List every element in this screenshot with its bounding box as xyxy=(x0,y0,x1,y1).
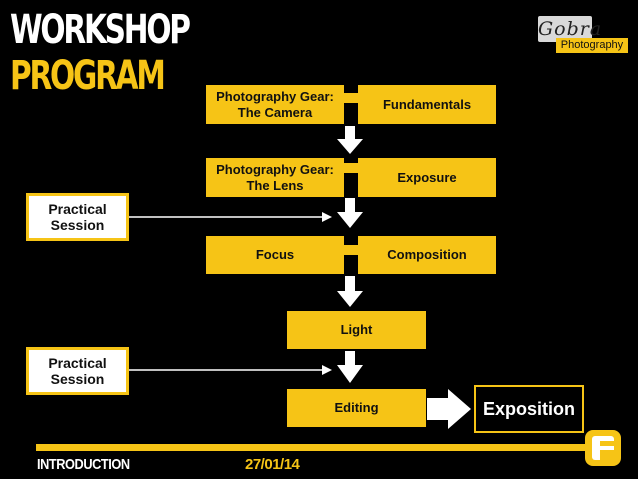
module-fundamentals: Fundamentals xyxy=(358,85,496,124)
down-arrow xyxy=(337,276,363,307)
module-connector xyxy=(344,93,358,103)
gobra-photography-logo: Gobra Photography xyxy=(534,14,628,54)
footer-bar xyxy=(36,444,588,451)
module-composition: Composition xyxy=(358,236,496,274)
session-arrow-head xyxy=(322,365,332,375)
module-lens: Photography Gear: The Lens xyxy=(206,158,344,197)
module-editing: Editing xyxy=(287,389,426,427)
session-arrow-head xyxy=(322,212,332,222)
module-light: Light xyxy=(287,311,426,349)
module-connector xyxy=(344,163,358,173)
down-arrow xyxy=(337,198,363,228)
footer-date: 27/01/14 xyxy=(245,456,300,473)
title-line-2: PROGRAM xyxy=(10,53,166,99)
module-connector xyxy=(344,245,358,255)
logo-tag: Photography xyxy=(556,38,628,53)
practical-session-1: Practical Session xyxy=(26,193,129,241)
down-arrow xyxy=(337,126,363,154)
down-arrow xyxy=(337,351,363,383)
module-camera: Photography Gear: The Camera xyxy=(206,85,344,124)
footer-section: INTRODUCTION xyxy=(37,456,130,473)
title-line-1: WORKSHOP xyxy=(10,7,191,53)
final-exposition: Exposition xyxy=(474,385,584,433)
module-exposure: Exposure xyxy=(358,158,496,197)
brand-f-icon xyxy=(585,430,621,466)
right-arrow xyxy=(427,389,471,429)
practical-session-2: Practical Session xyxy=(26,347,129,395)
logo-script: Gobra xyxy=(538,16,603,42)
module-focus: Focus xyxy=(206,236,344,274)
